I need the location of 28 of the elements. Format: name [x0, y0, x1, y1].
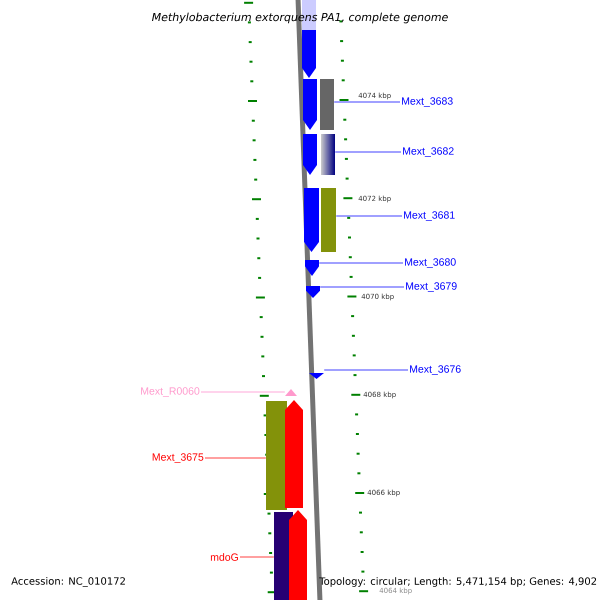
gene-label: Mext_R0060 — [141, 387, 200, 397]
leader-line — [240, 556, 274, 558]
gene-label: Mext_3681 — [404, 211, 455, 221]
gene-bar — [321, 188, 336, 252]
title: Methylobacterium extorquens PA1, complete genome — [152, 12, 448, 24]
gene-label: Mext_3682 — [403, 147, 454, 157]
gene-block — [306, 286, 320, 298]
footer-text: Topology: circular; Length: 5,471,154 bp; Genes: 4,902 — [319, 577, 596, 587]
gene-block — [285, 400, 303, 508]
gene-bar — [266, 401, 287, 510]
footer-text: Accession: NC_010172 — [11, 577, 125, 587]
gene-block — [303, 134, 317, 175]
gene-block — [289, 510, 307, 600]
gene-label: mdoG — [210, 553, 238, 561]
gene-block — [309, 373, 324, 379]
leader-line — [318, 262, 404, 264]
gene-label: Mext_3675 — [152, 453, 204, 463]
gene-label: Mext_3683 — [402, 97, 453, 107]
gene-label: Mext_3679 — [406, 282, 457, 292]
gene-block — [305, 260, 319, 276]
gene-block — [285, 389, 297, 396]
gene-block — [303, 79, 317, 130]
gene-block — [304, 188, 319, 252]
gene-label: Mext_3680 — [405, 258, 456, 268]
gene-bar — [320, 79, 334, 130]
leader-line — [320, 286, 404, 288]
gene-label: Mext_3676 — [410, 365, 461, 375]
gene-bar — [321, 134, 335, 175]
